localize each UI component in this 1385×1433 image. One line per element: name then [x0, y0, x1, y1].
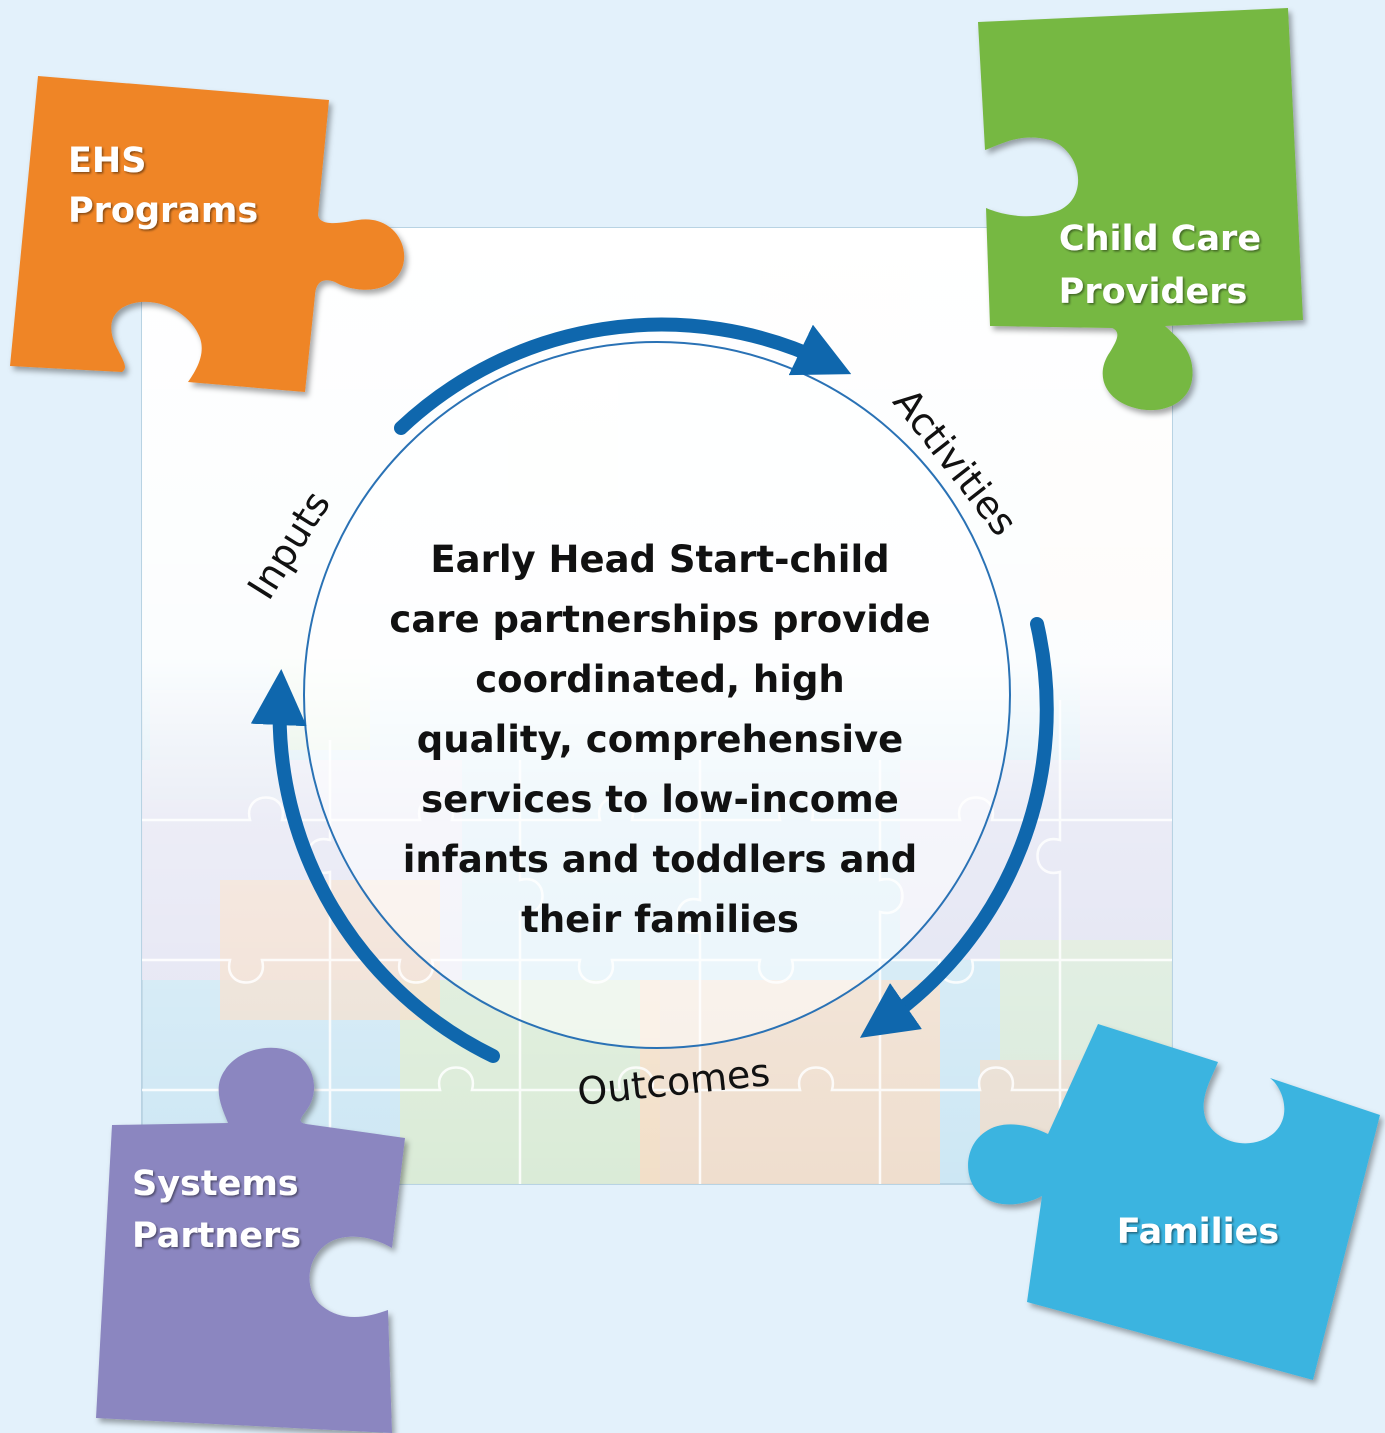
central-statement: Early Head Start-child care partnerships… [345, 530, 975, 950]
central-statement-line: coordinated, high [475, 658, 845, 701]
child-care-label-line1: Child Care [1059, 219, 1261, 259]
puzzle-piece-systems-partners: Systems Partners [96, 1047, 405, 1433]
arrow-activities-to-outcomes [859, 617, 1054, 1038]
puzzle-piece-child-care-providers: Child Care Providers [978, 8, 1303, 411]
arrow-inputs-to-activities [394, 317, 852, 435]
central-statement-line: care partnerships provide [389, 598, 931, 641]
ehs-label-line1: EHS [68, 141, 146, 181]
puzzle-piece-families: Families [968, 1024, 1380, 1380]
central-statement-line: quality, comprehensive [416, 718, 904, 761]
families-label: Families [1117, 1212, 1280, 1252]
puzzle-piece-families-shape [968, 1024, 1380, 1380]
systems-label-line1: Systems [132, 1164, 299, 1204]
central-statement-line: services to low-income [421, 778, 899, 821]
central-statement-line: their families [521, 898, 799, 941]
child-care-label-line2: Providers [1059, 272, 1248, 312]
puzzle-piece-ehs-programs: EHS Programs [10, 76, 405, 392]
puzzle-piece-ehs-shape [10, 76, 405, 392]
puzzle-piece-child-care-shape [978, 8, 1303, 411]
systems-label-line2: Partners [132, 1216, 301, 1256]
arrow-outcomes-to-inputs [250, 669, 500, 1063]
central-statement-line: Early Head Start-child [430, 538, 890, 581]
central-statement-line: infants and toddlers and [402, 838, 918, 881]
puzzle-piece-systems-shape [96, 1047, 405, 1433]
ehs-label-line2: Programs [68, 191, 258, 231]
